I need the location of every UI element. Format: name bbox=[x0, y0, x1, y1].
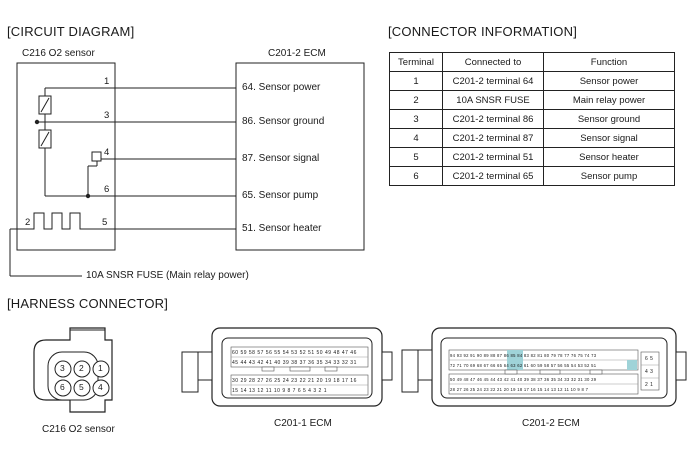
junction-dot bbox=[34, 119, 40, 125]
c201-1-connector-shape bbox=[181, 327, 393, 407]
harness-pin-label: 6 bbox=[60, 382, 65, 392]
table-row: 1 C201-2 terminal 64 Sensor power bbox=[389, 71, 675, 91]
caption-c201-2: C201-2 ECM bbox=[522, 418, 580, 429]
cell-terminal: 5 bbox=[389, 147, 443, 167]
caption-c216: C216 O2 sensor bbox=[42, 424, 115, 435]
cell-function: Sensor signal bbox=[543, 128, 675, 148]
ecm2-pin-row: 28 27 26 25 24 23 22 21 20 19 18 17 16 1… bbox=[450, 387, 589, 392]
table-row: 2 10A SNSR FUSE Main relay power bbox=[389, 90, 675, 110]
table-row: 4 C201-2 terminal 87 Sensor signal bbox=[389, 128, 675, 148]
sensor-pin-number: 1 bbox=[104, 76, 110, 87]
cell-terminal: 6 bbox=[389, 166, 443, 186]
cell-function: Main relay power bbox=[543, 90, 675, 110]
cell-connected-to: 10A SNSR FUSE bbox=[442, 90, 544, 110]
cell-terminal: 2 bbox=[389, 90, 443, 110]
ecm1-pin-row: 45 44 43 42 41 40 39 38 37 36 35 34 33 3… bbox=[232, 360, 357, 366]
c201-2-connector-shape bbox=[401, 327, 687, 407]
cell-connected-to: C201-2 terminal 64 bbox=[442, 71, 544, 91]
fuse-label: 10A SNSR FUSE (Main relay power) bbox=[86, 270, 249, 281]
header-terminal: Terminal bbox=[389, 52, 443, 72]
cell-function: Sensor ground bbox=[543, 109, 675, 129]
sensor-pin-number: 2 bbox=[25, 217, 31, 228]
cell-terminal: 3 bbox=[389, 109, 443, 129]
ecm-signal-label: 51. Sensor heater bbox=[242, 223, 322, 234]
header-function: Function bbox=[543, 52, 675, 72]
ecm2-side-pins: 6 5 bbox=[645, 356, 654, 362]
ecm2-pin-row: 94 93 92 91 90 89 88 87 86 85 84 83 82 8… bbox=[450, 353, 597, 358]
sensor-pin-number: 6 bbox=[104, 184, 110, 195]
table-row: 5 C201-2 terminal 51 Sensor heater bbox=[389, 147, 675, 167]
connector-info-title: [CONNECTOR INFORMATION] bbox=[388, 24, 578, 39]
cell-connected-to: C201-2 terminal 87 bbox=[442, 128, 544, 148]
sensor-pin-4 bbox=[92, 379, 110, 397]
sensor-label: C216 O2 sensor bbox=[22, 48, 95, 59]
ecm2-side-pins: 4 3 bbox=[645, 369, 654, 375]
cell-function: Sensor pump bbox=[543, 166, 675, 186]
caption-c201-1: C201-1 ECM bbox=[274, 418, 332, 429]
pin-highlight-51 bbox=[627, 360, 637, 370]
cell-function: Sensor heater bbox=[543, 147, 675, 167]
sensor-pin-number: 3 bbox=[104, 110, 110, 121]
ecm-signal-label: 64. Sensor power bbox=[242, 82, 321, 93]
ecm2-pin-row: 72 71 70 69 68 67 66 65 64 63 62 61 60 5… bbox=[450, 363, 597, 368]
pin-highlight-87 bbox=[507, 350, 515, 360]
pin-highlight-86 bbox=[515, 350, 523, 360]
harness-pin-label: 2 bbox=[79, 363, 84, 373]
ecm-signal-label: 86. Sensor ground bbox=[242, 116, 325, 127]
pin-highlight-65 bbox=[507, 360, 515, 370]
harness-connector-title: [HARNESS CONNECTOR] bbox=[7, 296, 169, 311]
signal-element bbox=[91, 151, 102, 162]
sensor-pin-5 bbox=[73, 379, 91, 397]
ecm2-side-pins: 2 1 bbox=[645, 382, 654, 388]
sensor-pin-6 bbox=[54, 379, 72, 397]
cell-connected-to: C201-2 terminal 86 bbox=[442, 109, 544, 129]
ecm1-pin-row: 15 14 13 12 11 10 9 8 7 6 5 4 3 2 1 bbox=[232, 388, 327, 394]
ecm-box bbox=[235, 62, 365, 251]
cell-connected-to: C201-2 terminal 51 bbox=[442, 147, 544, 167]
ecm1-pin-row: 30 29 28 27 26 25 24 23 22 21 20 19 18 1… bbox=[232, 378, 357, 384]
sensor-pin-3 bbox=[54, 360, 72, 378]
ecm-signal-label: 65. Sensor pump bbox=[242, 190, 319, 201]
harness-pin-label: 4 bbox=[98, 382, 103, 392]
heater-element bbox=[17, 212, 88, 230]
harness-pin-label: 3 bbox=[60, 363, 65, 373]
cell-function: Sensor power bbox=[543, 71, 675, 91]
connector-info-table: Terminal Connected to Function 1 C201-2 … bbox=[389, 52, 675, 186]
ecm1-pin-row: 60 59 58 57 56 55 54 53 52 51 50 49 48 4… bbox=[232, 350, 357, 356]
ecm2-pin-row: 50 49 48 47 46 45 44 43 42 41 40 39 38 3… bbox=[450, 377, 597, 382]
cell-terminal: 1 bbox=[389, 71, 443, 91]
cell-terminal: 4 bbox=[389, 128, 443, 148]
harness-pin-label: 1 bbox=[98, 363, 103, 373]
sensor-pin-1 bbox=[92, 360, 110, 378]
sensor-pin-2 bbox=[73, 360, 91, 378]
table-row: 6 C201-2 terminal 65 Sensor pump bbox=[389, 166, 675, 186]
pin-highlight-64 bbox=[515, 360, 523, 370]
ecm-label: C201-2 ECM bbox=[268, 48, 326, 59]
ecm-signal-label: 87. Sensor signal bbox=[242, 153, 320, 164]
circuit-diagram-title: [CIRCUIT DIAGRAM] bbox=[7, 24, 135, 39]
table-row: 3 C201-2 terminal 86 Sensor ground bbox=[389, 109, 675, 129]
cell-connected-to: C201-2 terminal 65 bbox=[442, 166, 544, 186]
sensor-pin-number: 5 bbox=[102, 217, 108, 228]
sensor-box bbox=[16, 62, 116, 251]
header-connected-to: Connected to bbox=[442, 52, 544, 72]
harness-pin-label: 5 bbox=[79, 382, 84, 392]
sensor-pin-number: 4 bbox=[104, 147, 110, 158]
table-header-row: Terminal Connected to Function bbox=[389, 52, 675, 72]
